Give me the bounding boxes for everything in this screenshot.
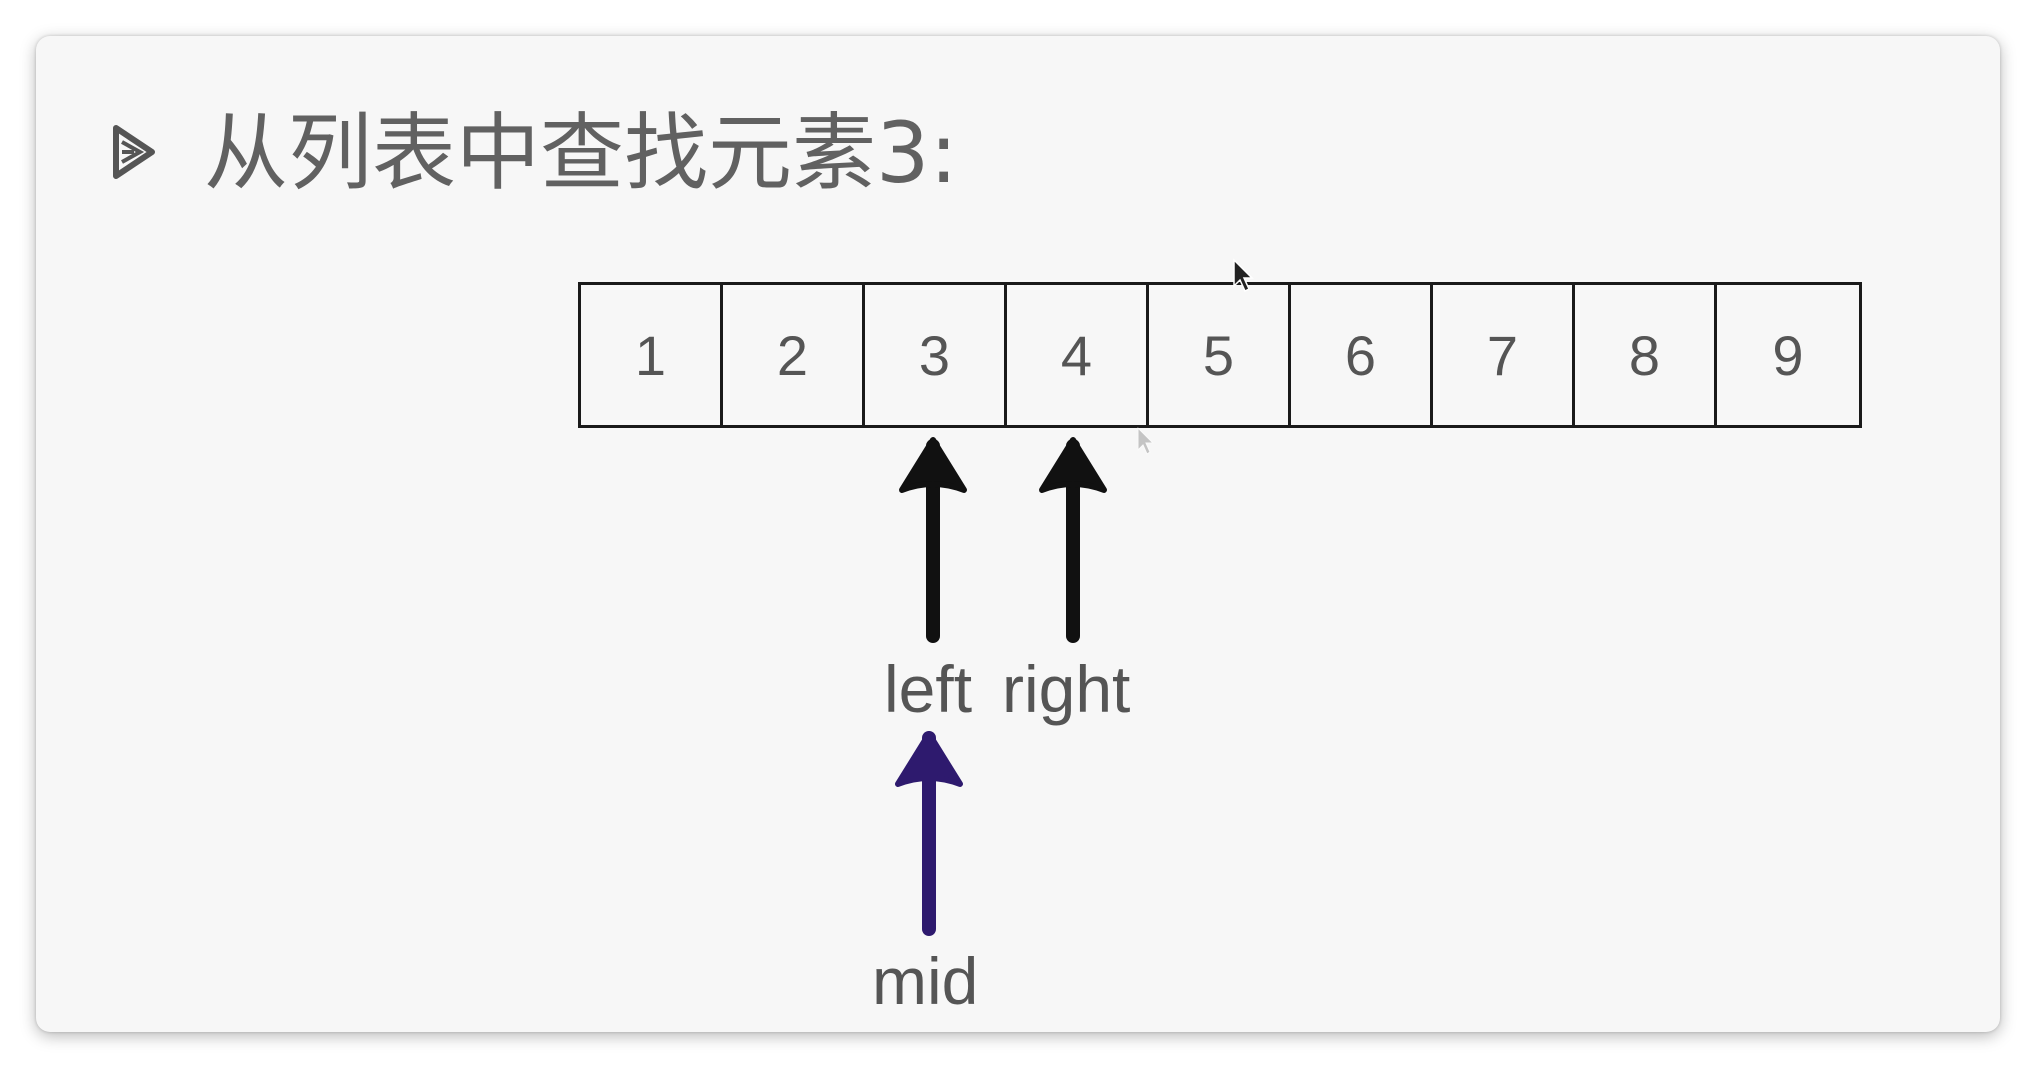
slide: 从列表中查找元素3: 1 2 3 4 5 6 7 8 9 [36,36,2000,1032]
array-cell: 4 [1007,285,1149,425]
array-cell: 7 [1433,285,1575,425]
left-arrow-icon [899,437,967,643]
right-pointer-label: right [1002,652,1131,726]
array-cell: 2 [723,285,865,425]
array-cell: 3 [865,285,1007,425]
mid-pointer-label: mid [872,944,979,1018]
array-cell: 1 [581,285,723,425]
array-cell: 5 [1149,285,1291,425]
number-array: 1 2 3 4 5 6 7 8 9 [578,282,1862,428]
array-cell: 6 [1291,285,1433,425]
array-cell: 8 [1575,285,1717,425]
array-cell: 9 [1772,323,1804,387]
triangle-bullet-icon [113,125,155,179]
mouse-pointer-icon [1137,426,1155,455]
right-arrow-icon [1039,437,1107,643]
mid-arrow-icon [895,731,963,936]
slide-title: 从列表中查找元素3: [204,104,958,202]
left-pointer-label: left [884,652,973,726]
